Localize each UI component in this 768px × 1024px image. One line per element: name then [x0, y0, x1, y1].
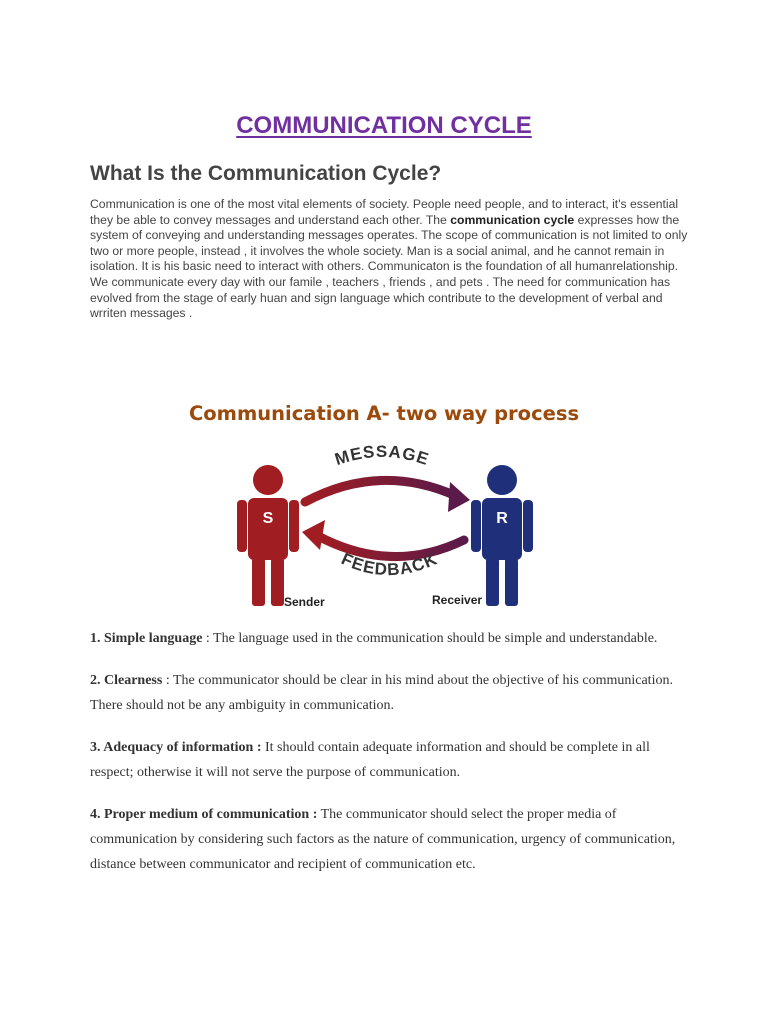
receiver-left-arm [471, 500, 481, 552]
receiver-head [487, 465, 517, 495]
point-item: 3. Adequacy of information : It should c… [90, 735, 690, 785]
sender-body [248, 498, 288, 560]
diagram-title: Communication A- two way process [188, 402, 580, 425]
sender-caption: Sender [284, 595, 325, 609]
point-label: 1. Simple language [90, 631, 203, 646]
intro-bold-term: communication cycle [450, 212, 575, 227]
receiver-caption: Receiver [432, 593, 482, 607]
page-title: COMMUNICATION CYCLE [236, 112, 532, 139]
point-label: 3. Adequacy of information : [90, 740, 262, 755]
point-label: 2. Clearness [90, 673, 163, 688]
point-label: 4. Proper medium of communication : [90, 807, 318, 822]
receiver-right-leg [505, 558, 518, 606]
sender-left-arm [237, 500, 247, 552]
feedback-arrow [302, 520, 469, 562]
point-text: The communicator should select the prope… [90, 807, 676, 872]
receiver-left-leg [486, 558, 499, 606]
point-item: 4. Proper medium of communication : The … [90, 802, 690, 877]
point-text: It should contain adequate information a… [90, 740, 650, 780]
intro-text-1: Communication is one of the most vital e… [90, 197, 679, 227]
communication-diagram: S R MESSAGE FEEDBACK Sender Receiver [237, 442, 533, 609]
point-item: 2. Clearness : The communicator should b… [90, 668, 690, 718]
point-separator: : [162, 673, 173, 688]
point-separator: : [202, 631, 214, 646]
receiver-right-arm [523, 500, 533, 552]
receiver-letter: R [496, 510, 508, 527]
point-item: 1. Simple language : The language used i… [90, 626, 690, 651]
sender-left-leg [252, 558, 265, 606]
sender-letter: S [263, 510, 274, 527]
points-list: 1. Simple language : The language used i… [90, 626, 690, 894]
sender-right-arm [289, 500, 299, 552]
message-label: MESSAGE [332, 442, 431, 469]
point-text: The language used in the communication s… [213, 631, 658, 646]
section-heading: What Is the Communication Cycle? [90, 162, 442, 185]
sender-figure [237, 465, 299, 606]
point-text: The communicator should be clear in his … [90, 673, 673, 713]
message-arrow [300, 475, 470, 512]
receiver-figure [471, 465, 533, 606]
intro-paragraph: Communication is one of the most vital e… [90, 197, 690, 322]
intro-text-2: expresses how the system of conveying an… [90, 212, 688, 321]
receiver-body [482, 498, 522, 560]
sender-head [253, 465, 283, 495]
sender-right-leg [271, 558, 284, 606]
